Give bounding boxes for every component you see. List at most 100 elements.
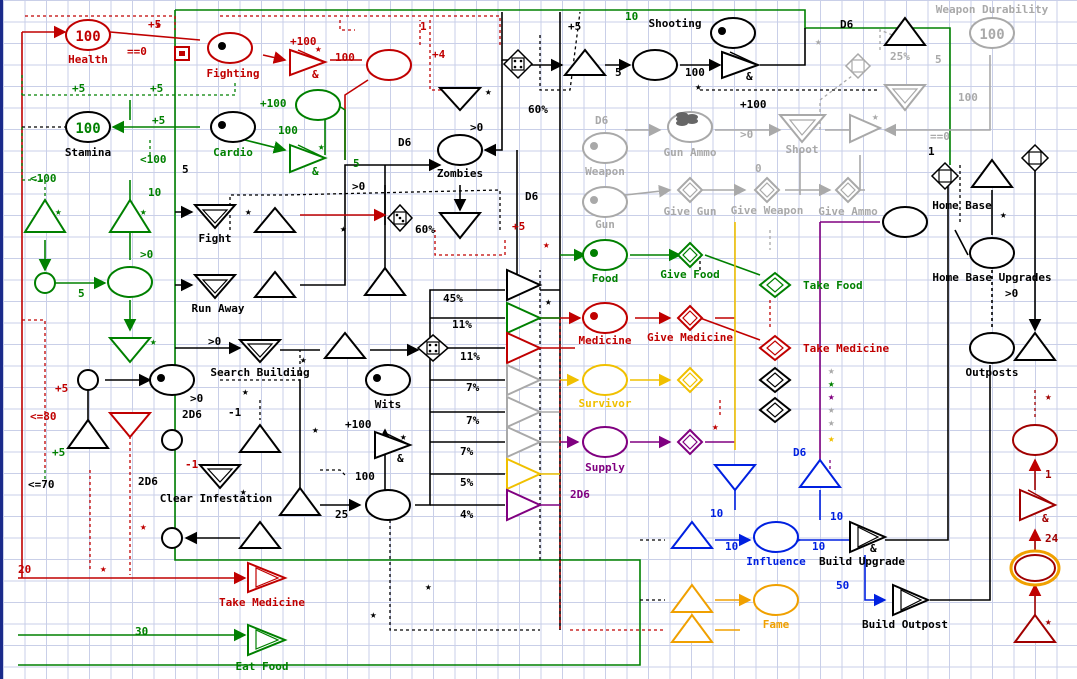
give-survivor-gate[interactable] [676, 366, 704, 394]
take-medicine-right-action[interactable]: Take Medicine [758, 334, 889, 362]
gate-gray-a[interactable] [506, 363, 543, 397]
green-pool-small[interactable] [107, 266, 153, 298]
zombies-pool[interactable]: Zombies [437, 134, 483, 180]
gate-purple[interactable] [506, 488, 543, 522]
blue-source-right[interactable] [798, 458, 842, 488]
blue-source-left[interactable] [669, 520, 715, 549]
dice-homebase-a[interactable] [930, 161, 960, 191]
medicine-pool[interactable]: Medicine [579, 302, 632, 347]
wits-converter[interactable]: & [374, 430, 413, 465]
influence-pool[interactable]: Influence [746, 521, 806, 568]
gun-ammo-pool[interactable]: Gun Ammo [664, 111, 717, 159]
take-medicine-bottom-action[interactable]: Take Medicine [219, 561, 305, 609]
stamina-pool[interactable]: 100 Stamina [65, 111, 111, 159]
green-pool-empty[interactable] [295, 89, 341, 121]
black-gate-a[interactable] [758, 366, 792, 394]
fighting-converter[interactable]: & [289, 48, 328, 81]
svg-text:★: ★ [543, 238, 550, 251]
gun-pool[interactable]: Gun [582, 186, 628, 231]
cardio-pool[interactable]: Cardio [210, 111, 256, 159]
food-pool[interactable]: Food [582, 239, 628, 285]
blue-drain[interactable] [712, 464, 758, 492]
search-building-action[interactable]: Search Building [210, 339, 310, 379]
shooting-source[interactable] [562, 48, 608, 76]
clear-source-b[interactable] [278, 486, 322, 516]
black-pool-right[interactable] [882, 206, 928, 238]
cardio-converter[interactable]: & [289, 143, 328, 178]
weapon-durability-pool[interactable]: 100 Weapon Durability [936, 3, 1049, 49]
give-ammo-action[interactable]: Give Ammo [818, 176, 878, 218]
dice-shooting[interactable] [502, 48, 534, 80]
left-source-black[interactable] [66, 418, 110, 449]
build-outpost-action[interactable]: Build Outpost [862, 583, 948, 631]
fighting-pool[interactable]: Fighting [207, 32, 260, 80]
darkred-source[interactable] [1013, 613, 1057, 643]
outposts-source[interactable] [1013, 331, 1057, 361]
green-source-left[interactable] [23, 198, 67, 233]
clear-source-c[interactable] [237, 520, 283, 549]
d6-source-top[interactable] [883, 16, 927, 46]
run-away-source[interactable] [252, 270, 298, 298]
survivor-pool[interactable]: Survivor [579, 364, 632, 410]
give-supply-gate[interactable] [676, 428, 704, 456]
gate-yellow[interactable] [506, 457, 543, 491]
weapon-pool[interactable]: Weapon [582, 132, 628, 178]
search-source[interactable] [322, 331, 368, 359]
label-five-d: 5 [615, 66, 622, 79]
home-base-source[interactable] [970, 158, 1014, 188]
gate-gray-c[interactable] [506, 425, 543, 459]
gray-drain-top[interactable] [882, 84, 928, 112]
green-delay[interactable] [34, 272, 56, 294]
orange-source-b[interactable] [670, 613, 714, 643]
zombies-drain-top[interactable] [437, 87, 483, 112]
supply-pool[interactable]: Supply [582, 426, 628, 474]
delay-b[interactable] [161, 527, 183, 549]
zombies-source[interactable] [363, 266, 407, 296]
clear-infestation-action[interactable]: Clear Infestation [160, 464, 273, 505]
health-pool[interactable]: 100 Health [65, 19, 111, 66]
orange-source-a[interactable] [670, 583, 714, 613]
gate-red[interactable] [506, 331, 543, 365]
gate-gray-b[interactable] [506, 395, 543, 429]
give-food-action[interactable]: Give Food [660, 241, 720, 281]
delay-c[interactable] [77, 369, 99, 391]
build-upgrade-action[interactable]: & Build Upgrade [819, 520, 905, 568]
green-drain[interactable] [107, 337, 153, 364]
outposts-pool[interactable] [969, 332, 1015, 364]
darkred-pool-top[interactable] [1012, 424, 1058, 456]
give-medicine-action[interactable]: Give Medicine [647, 304, 733, 344]
svg-text:★: ★ [55, 205, 62, 218]
give-gun-action[interactable]: Give Gun [664, 176, 717, 218]
clear-infestation-pool[interactable] [149, 364, 195, 396]
dice-gray[interactable] [844, 52, 872, 80]
shooting-pool[interactable]: Shooting [649, 17, 756, 49]
take-food-action[interactable]: Take Food [758, 271, 863, 299]
shoot-action[interactable]: Shoot [777, 114, 828, 156]
shooting-buffer[interactable] [632, 49, 678, 81]
clear-source-a[interactable] [238, 423, 282, 453]
shooting-converter[interactable]: & [721, 50, 761, 83]
black-pool-empty[interactable] [365, 489, 411, 521]
fight-action[interactable]: Fight [192, 204, 238, 245]
gray-converter-right[interactable] [849, 113, 883, 144]
dice-zombies[interactable] [386, 203, 414, 233]
home-base-upgrades-pool[interactable] [969, 237, 1015, 269]
dice-loot[interactable] [416, 334, 450, 362]
darkred-converter[interactable]: & [1019, 488, 1058, 525]
gate-green[interactable] [506, 301, 543, 335]
dice-homebase-b[interactable] [1020, 143, 1050, 173]
fame-pool[interactable]: Fame [753, 584, 799, 631]
wits-pool[interactable]: Wits [365, 364, 411, 411]
black-gate-b[interactable] [758, 396, 792, 424]
run-away-action[interactable]: Run Away [192, 274, 245, 315]
darkred-pool-bottom[interactable] [1014, 554, 1056, 582]
fight-source[interactable] [252, 206, 298, 233]
gate-black[interactable] [506, 268, 543, 302]
left-drain-red[interactable] [107, 412, 153, 439]
give-weapon-action[interactable]: Give Weapon [731, 176, 804, 217]
eat-food-action[interactable]: Eat Food [236, 623, 289, 673]
zombies-drain-bottom[interactable] [437, 212, 483, 240]
delay-a[interactable] [161, 429, 183, 451]
green-source-mid[interactable] [108, 198, 152, 233]
red-pool-empty[interactable] [366, 49, 412, 81]
